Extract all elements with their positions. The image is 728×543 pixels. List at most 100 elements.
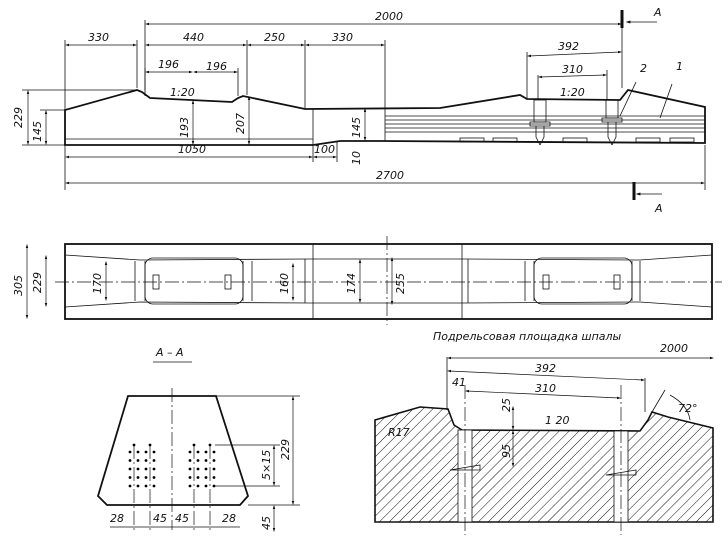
- dim-1050: 1050: [178, 143, 206, 156]
- strand-dot: [212, 476, 216, 479]
- callout-1: 1: [676, 60, 683, 73]
- plan-outline: [64, 243, 713, 320]
- rail-seat-detail: Подрельсовая площадка шпалы 2000 392 310…: [374, 330, 715, 535]
- strand-dot: [152, 467, 156, 471]
- strand-dot: [128, 476, 132, 479]
- detail-title: Подрельсовая площадка шпалы: [433, 330, 622, 343]
- detail-radius: R17: [388, 426, 410, 439]
- dim-330-left: 330: [88, 31, 109, 44]
- dowel-right: [601, 99, 623, 146]
- rail-seat-right: [533, 257, 633, 305]
- dim-255: 255: [394, 273, 407, 294]
- strand-dot: [204, 459, 208, 462]
- strand-dot: [188, 459, 192, 462]
- strand-dot: [128, 450, 132, 454]
- dim-170: 170: [91, 273, 104, 294]
- strand-dot: [196, 450, 200, 454]
- strand-dot: [204, 484, 208, 488]
- sleeper-profile: [64, 89, 706, 146]
- strand-dot: [212, 459, 216, 462]
- rail-seat-left: [144, 257, 244, 305]
- dim-45-left: 45: [153, 512, 167, 525]
- detail-dim-41: 41: [452, 376, 466, 389]
- strand-dot: [208, 443, 212, 447]
- detail-dim-25: 25: [500, 398, 513, 412]
- svg-text:A: A: [654, 202, 663, 215]
- strand-dot: [196, 484, 200, 488]
- dim-310: 310: [562, 63, 583, 76]
- dim-160: 160: [278, 273, 291, 294]
- strand-dot: [136, 459, 140, 462]
- strand-dot: [212, 467, 216, 471]
- dim-145-end: 145: [31, 121, 44, 142]
- strand-dot: [148, 443, 152, 447]
- dowel-left: [529, 99, 551, 146]
- strand-dot: [144, 467, 148, 471]
- strand-dot: [152, 476, 156, 479]
- strand-dot: [144, 476, 148, 479]
- svg-text:A: A: [653, 6, 662, 19]
- strand-dot: [188, 467, 192, 471]
- dim-305: 305: [12, 275, 25, 296]
- dim-229: 229: [12, 107, 25, 128]
- strand-dot: [204, 476, 208, 479]
- strand-dot: [144, 459, 148, 462]
- section-a-a: A – A 229 5×15 45 28 45 45 28: [96, 346, 300, 533]
- detail-dim-310: 310: [535, 382, 556, 395]
- strand-dot: [196, 467, 200, 471]
- dim-28-left: 28: [110, 512, 124, 525]
- dim-2000: 2000: [375, 10, 403, 23]
- detail-dim-392: 392: [535, 362, 556, 375]
- dim-330-center: 330: [332, 31, 353, 44]
- dim-207: 207: [234, 113, 247, 134]
- dim-196-right: 196: [206, 60, 227, 73]
- dim-28-right: 28: [222, 512, 236, 525]
- strand-dot: [128, 467, 132, 471]
- detail-dim-2000: 2000: [660, 342, 688, 355]
- extension-lines: [22, 20, 706, 190]
- dim-45-right: 45: [175, 512, 189, 525]
- dim-229-plan: 229: [31, 272, 44, 293]
- section-mark-top: A: [620, 6, 662, 28]
- strand-dot: [144, 484, 148, 488]
- detail-slope: 1 20: [545, 414, 570, 427]
- strand-dot: [132, 443, 136, 447]
- dim-5x15: 5×15: [260, 450, 273, 480]
- strand-dot: [192, 443, 196, 447]
- strand-dot: [128, 459, 132, 462]
- dim-196-left: 196: [158, 58, 179, 71]
- dim-45-bottom: 45: [260, 516, 273, 530]
- dim-250: 250: [264, 31, 285, 44]
- strand-dot: [196, 476, 200, 479]
- strand-grid: [128, 443, 216, 530]
- strand-dot: [136, 484, 140, 488]
- leader-2: [619, 81, 637, 117]
- dim-193: 193: [178, 117, 191, 138]
- dim-145-center: 145: [350, 117, 363, 138]
- hatched-section: [374, 406, 714, 523]
- strand-dot: [196, 459, 200, 462]
- strand-dot: [188, 450, 192, 454]
- strand-dot: [152, 450, 156, 454]
- prestress-strands: [385, 115, 705, 133]
- callout-2: 2: [640, 62, 647, 75]
- strand-dot: [136, 467, 140, 471]
- dim-2700: 2700: [376, 169, 404, 182]
- detail-angle: 72°: [678, 402, 698, 415]
- strand-dot: [144, 450, 148, 454]
- strand-dot: [136, 450, 140, 454]
- dim-100: 100: [314, 143, 335, 156]
- dim-392: 392: [558, 40, 579, 53]
- leader-1: [659, 83, 673, 119]
- strand-dot: [136, 476, 140, 479]
- section-title: A – A: [155, 346, 184, 359]
- strand-dot: [204, 467, 208, 471]
- strand-dot: [188, 476, 192, 479]
- dim-440: 440: [183, 31, 204, 44]
- base-pads: [459, 137, 695, 143]
- strand-dot: [152, 459, 156, 462]
- dim-174: 174: [345, 273, 358, 294]
- strand-dot: [188, 484, 192, 488]
- strand-dot: [152, 484, 156, 488]
